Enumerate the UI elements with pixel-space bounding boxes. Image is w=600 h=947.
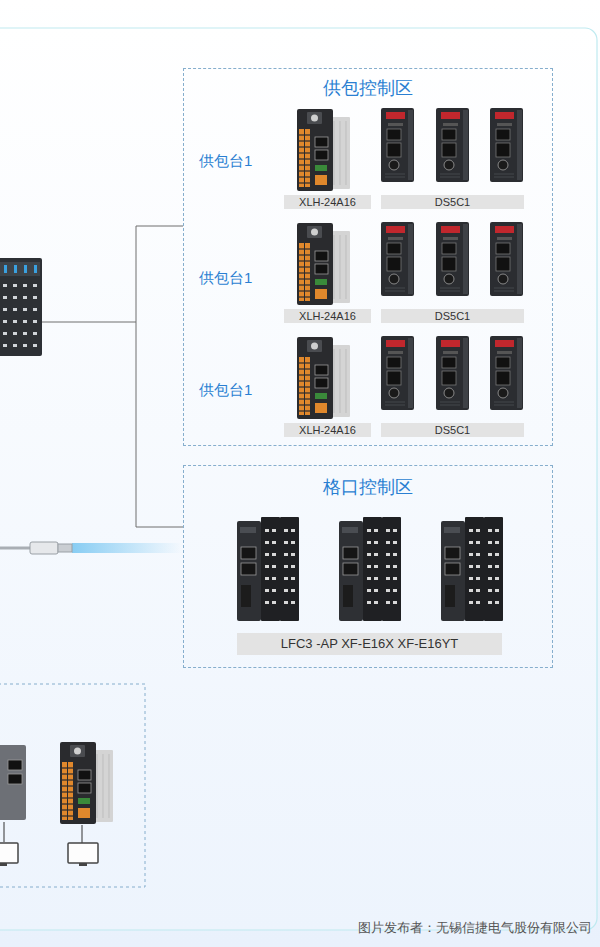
model-label-bar: XLH-24A16	[284, 195, 371, 209]
model-name: DS5C1	[435, 195, 470, 209]
station-label: 供包台1	[199, 151, 252, 170]
model-label-bar: XLH-24A16	[284, 423, 371, 437]
model-label-bar: XLH-24A16	[284, 309, 371, 323]
station-devices	[297, 108, 523, 419]
model-label-bar: DS5C1	[381, 423, 524, 437]
io-modules	[237, 517, 503, 621]
model-label-bar: DS5C1	[381, 195, 524, 209]
watermark: 图片发布者：无锡信捷电气股份有限公司	[358, 919, 592, 936]
outer-panel	[0, 28, 597, 930]
model-label-bar: DS5C1	[381, 309, 524, 323]
model-name: DS5C1	[435, 423, 470, 437]
zone-title: 格口控制区	[184, 476, 552, 498]
lower-region	[0, 684, 145, 887]
model-label-bar: LFC3 -AP XF-E16X XF-E16YT	[237, 633, 502, 655]
station-label: 供包台1	[199, 380, 252, 399]
model-name: LFC3 -AP XF-E16X XF-E16YT	[281, 633, 459, 655]
plc-rack	[0, 258, 42, 356]
control-zone-box: 格口控制区 LFC3 -AP XF-E16X XF-E16YT	[183, 465, 553, 668]
station-label: 供包台1	[199, 268, 252, 287]
model-name: XLH-24A16	[299, 309, 356, 323]
network-cable	[0, 542, 182, 554]
model-name: DS5C1	[435, 309, 470, 323]
model-name: XLH-24A16	[299, 195, 356, 209]
zone-title: 供包控制区	[184, 77, 552, 99]
bus-line	[42, 226, 183, 527]
model-name: XLH-24A16	[299, 423, 356, 437]
